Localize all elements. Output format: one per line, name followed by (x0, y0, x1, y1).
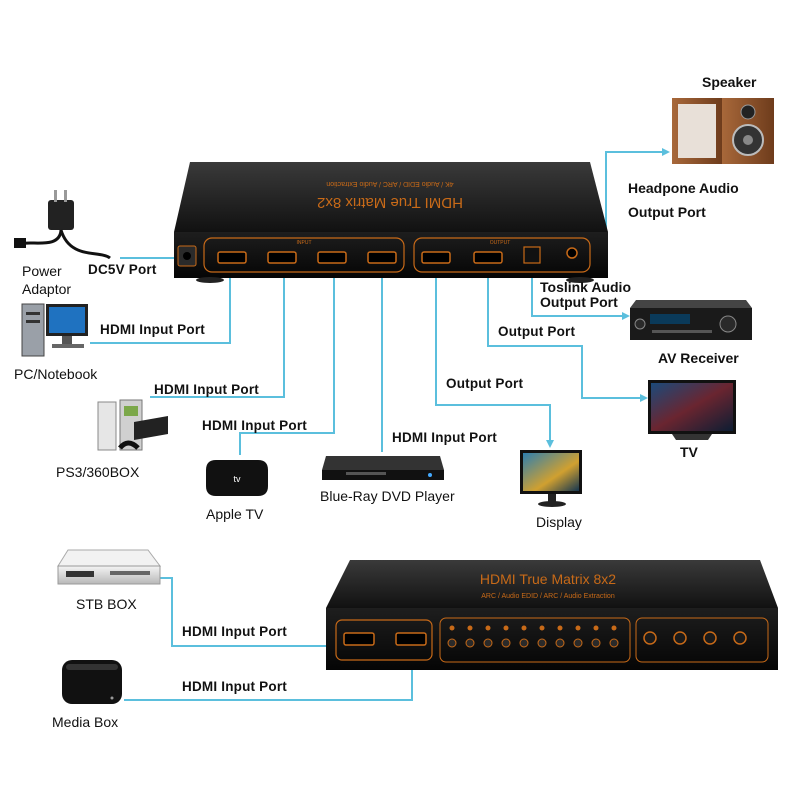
speaker-label: Speaker (702, 74, 757, 90)
line-input-pc (90, 278, 231, 344)
pc-label: PC/Notebook (14, 366, 98, 382)
line-media-input (124, 660, 413, 701)
hdmi-input-port-label-bluray: HDMI Input Port (392, 430, 497, 445)
svg-text:tv: tv (233, 474, 241, 484)
av-receiver-icon (630, 300, 752, 340)
line-input-ps3 (150, 278, 285, 398)
headphone-jack (566, 247, 578, 259)
hdmi-input-port-label-pc: HDMI Input Port (100, 322, 205, 337)
bottom-unit-led-grid (447, 625, 747, 648)
media-box-icon (62, 660, 122, 704)
line-toslink-receiver (531, 275, 630, 320)
display-label: Display (536, 514, 582, 530)
hdmi-input-port-4 (367, 251, 397, 264)
output-port-label-display: Output Port (446, 376, 524, 391)
line-output-tv (487, 275, 648, 402)
line-output-display (435, 278, 554, 448)
apple-tv-label: Apple TV (206, 506, 264, 522)
connector-lines (90, 148, 670, 701)
bottom-matrix-unit: HDMI True Matrix 8x2 ARC / Audio EDID / … (326, 560, 778, 670)
power-adaptor-label: Power Adaptor (22, 263, 72, 297)
bottom-unit-subtitle: ARC / Audio EDID / ARC / Audio Extractio… (481, 593, 615, 600)
hdmi-output-port-2 (473, 251, 503, 264)
hdmi-output-port-1 (421, 251, 451, 264)
headphone-port-label: Headpone Audio Output Port (628, 180, 739, 220)
dc5v-port-label: DC5V Port (88, 262, 157, 277)
tv-icon (648, 380, 736, 440)
speaker-icon (672, 98, 774, 164)
output-port-label-tv: Output Port (498, 324, 576, 339)
line-stb-input (160, 577, 350, 647)
hdmi-input-port-label-media: HDMI Input Port (182, 679, 287, 694)
ps3-label: PS3/360BOX (56, 464, 140, 480)
hdmi-input-port-label-ps3: HDMI Input Port (154, 382, 259, 397)
top-unit-output-label: OUTPUT (490, 240, 511, 246)
hdmi-input-port-label-stb: HDMI Input Port (182, 624, 287, 639)
stb-label: STB BOX (76, 596, 137, 612)
game-console-icon (97, 399, 168, 451)
tv-label: TV (680, 444, 698, 460)
bluray-label: Blue-Ray DVD Player (320, 488, 455, 504)
av-receiver-label: AV Receiver (658, 350, 739, 366)
pc-icon (21, 303, 88, 357)
top-unit-title: HDMI True Matrix 8x2 (317, 194, 463, 211)
hdmi-input-port-label-appletv: HDMI Input Port (202, 418, 307, 433)
media-box-label: Media Box (52, 714, 119, 730)
top-unit-subtitle: 4K / Audio EDID / ARC / Audio Extraction (326, 180, 453, 187)
line-input-appletv (239, 278, 335, 455)
bottom-hdmi-input-2 (395, 632, 427, 646)
toslink-port (523, 246, 541, 264)
hdmi-input-port-3 (317, 251, 347, 264)
bluray-player-icon (322, 456, 444, 480)
bottom-hdmi-input-1 (343, 632, 375, 646)
hdmi-input-port-2 (267, 251, 297, 264)
toslink-port-label: Toslink Audio Output Port (540, 279, 631, 310)
power-adaptor-icon (14, 190, 111, 260)
apple-tv-icon: tv (206, 460, 268, 496)
stb-box-icon (57, 549, 161, 585)
hdmi-input-port-1 (217, 251, 247, 264)
top-unit-input-label: INPUT (297, 240, 312, 246)
bottom-unit-title: HDMI True Matrix 8x2 (480, 571, 616, 587)
display-icon (520, 450, 582, 507)
top-matrix-unit: HDMI True Matrix 8x2 4K / Audio EDID / A… (174, 162, 608, 283)
